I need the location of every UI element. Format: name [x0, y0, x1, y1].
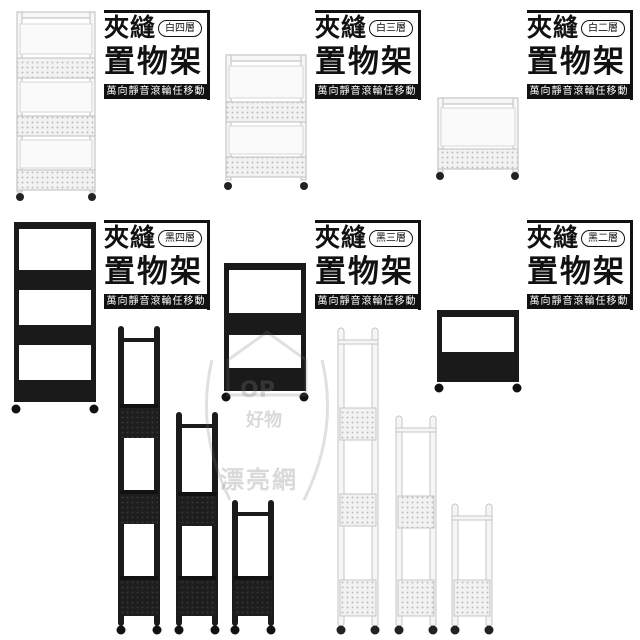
white-4-tier-cart	[16, 11, 96, 193]
white-4-wheels	[16, 193, 96, 201]
white-side-2-tier	[450, 503, 494, 635]
label-title-line1: 夾縫	[104, 223, 157, 252]
label-feature-bar: 萬向靜音滾輪任移動	[104, 84, 208, 99]
label-variant-tag: 黑四層	[158, 230, 202, 247]
label-title-line1: 夾縫	[104, 13, 157, 42]
label-variant-tag: 白三層	[369, 20, 413, 37]
label-title-line1: 夾縫	[527, 13, 580, 42]
label-variant-tag: 白二層	[581, 20, 625, 37]
label-title-line1: 夾縫	[315, 223, 368, 252]
black-4-tier-cart	[14, 222, 96, 402]
label-feature-bar: 萬向靜音滾輪任移動	[315, 84, 419, 99]
label-variant-tag: 黑三層	[369, 230, 413, 247]
white-3-wheels	[224, 182, 308, 190]
label-title-line2: 置物架	[104, 254, 203, 290]
watermark-laurel	[204, 330, 330, 501]
label-black-3-tier: 夾縫 黑三層 置物架 萬向靜音滾輪任移動	[315, 220, 421, 310]
black-3-wheels	[221, 392, 309, 402]
black-side-2-tier	[230, 500, 276, 635]
label-black-2-tier: 夾縫 黑二層 置物架 萬向靜音滾輪任移動	[527, 220, 633, 310]
label-feature-bar: 萬向靜音滾輪任移動	[527, 84, 631, 99]
label-title-line2: 置物架	[315, 254, 414, 290]
label-title-line2: 置物架	[527, 44, 626, 80]
watermark-top-text: OP	[240, 378, 275, 403]
black-4-wheels	[11, 404, 99, 414]
black-2-tier-cart	[437, 310, 519, 382]
watermark-bottom-text: 漂亮網	[220, 466, 298, 494]
white-side-3-tier	[394, 415, 438, 635]
label-white-3-tier: 夾縫 白三層 置物架 萬向靜音滾輪任移動	[315, 10, 421, 100]
label-title-line2: 置物架	[104, 44, 203, 80]
label-feature-bar: 萬向靜音滾輪任移動	[104, 294, 208, 309]
white-2-wheels	[436, 172, 519, 180]
black-side-4-tier	[116, 326, 162, 635]
black-2-wheels	[434, 383, 522, 393]
white-3-tier-cart	[225, 54, 307, 181]
label-title-line2: 置物架	[527, 254, 626, 290]
black-3-tier-cart	[224, 263, 306, 391]
watermark-middle-text: 好物	[246, 410, 282, 431]
black-side-3-tier	[174, 412, 220, 635]
watermark: OP 好物 漂亮網	[190, 328, 340, 518]
label-black-4-tier: 夾縫 黑四層 置物架 萬向靜音滾輪任移動	[104, 220, 210, 310]
label-title-line1: 夾縫	[315, 13, 368, 42]
label-white-4-tier: 夾縫 白四層 置物架 萬向靜音滾輪任移動	[104, 10, 210, 100]
label-variant-tag: 白四層	[158, 20, 202, 37]
label-feature-bar: 萬向靜音滾輪任移動	[315, 294, 419, 309]
label-feature-bar: 萬向靜音滾輪任移動	[527, 294, 631, 309]
label-title-line1: 夾縫	[527, 223, 580, 252]
white-side-4-tier	[336, 327, 380, 635]
white-2-tier-cart	[437, 97, 519, 173]
label-white-2-tier: 夾縫 白二層 置物架 萬向靜音滾輪任移動	[527, 10, 633, 100]
label-title-line2: 置物架	[315, 44, 414, 80]
label-variant-tag: 黑二層	[581, 230, 625, 247]
